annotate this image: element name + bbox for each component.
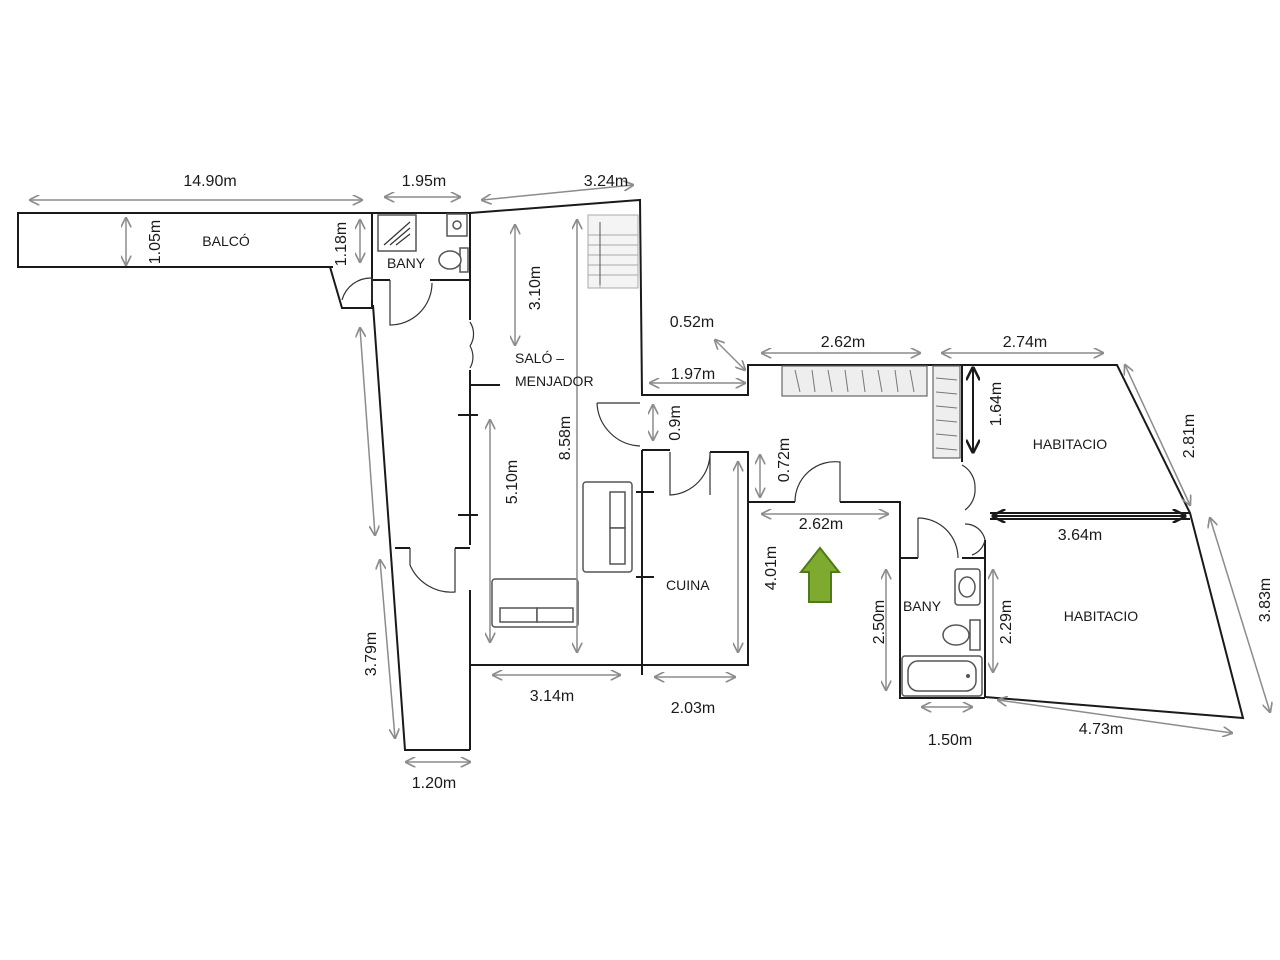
dim-label-1-05: 1.05m <box>147 220 164 264</box>
dim-label-1-20: 1.20m <box>412 775 456 792</box>
door-living-hall <box>596 402 641 447</box>
sofa-horizontal-icon <box>491 578 579 628</box>
door-bath-top <box>389 280 433 326</box>
dim-label-3-10: 3.10m <box>527 266 544 310</box>
dim-label-0-52: 0.52m <box>670 314 714 331</box>
room-label-bany-top: BANY <box>387 255 426 271</box>
bottom-wall <box>470 451 749 666</box>
dim-label-1-64: 1.64m <box>988 382 1005 426</box>
furniture <box>377 213 983 697</box>
dim-label-2-62-mid: 2.62m <box>799 516 843 533</box>
stairs-icon <box>587 214 639 289</box>
dim-label-14-90: 14.90m <box>183 173 236 190</box>
dim-label-3-14: 3.14m <box>530 688 574 705</box>
dim-label-4-01: 4.01m <box>763 546 780 590</box>
room-label-cuina: CUINA <box>666 577 710 593</box>
room-label-bany-right: BANY <box>903 598 942 614</box>
dim-label-2-81: 2.81m <box>1181 414 1198 458</box>
dim-label-3-83: 3.83m <box>1257 578 1274 622</box>
sofa-vertical-icon <box>582 481 633 573</box>
wardrobe-horizontal-icon <box>781 365 928 397</box>
door-corridor <box>409 548 456 593</box>
room-label-balco: BALCÓ <box>202 233 250 249</box>
dim-label-2-62-top: 2.62m <box>821 334 865 351</box>
room-label-habitacio-top: HABITACIO <box>1033 436 1108 452</box>
dim-label-1-97: 1.97m <box>671 366 715 383</box>
dim-label-4-73: 4.73m <box>1079 721 1123 738</box>
door-living-left <box>469 321 475 369</box>
room-label-salo: SALÓ – <box>515 350 564 366</box>
dim-label-3-64: 3.64m <box>1058 527 1102 544</box>
dim-label-0-9: 0.9m <box>667 405 684 441</box>
dim-label-3-79: 3.79m <box>363 632 380 676</box>
door-kitchen <box>669 451 711 496</box>
wardrobe-vertical-icon <box>932 365 961 459</box>
room-label-menjador: MENJADOR <box>515 373 594 389</box>
balcony-wall <box>17 212 373 309</box>
door-entrance <box>794 461 841 503</box>
door-bedrooms <box>961 464 986 556</box>
dim-label-2-50: 2.50m <box>871 600 888 644</box>
dim-label-1-50: 1.50m <box>928 732 972 749</box>
doors <box>341 277 986 593</box>
dim-label-2-74: 2.74m <box>1003 334 1047 351</box>
dim-label-1-18: 1.18m <box>333 222 350 266</box>
dim-label-1-95: 1.95m <box>402 173 446 190</box>
dim-label-2-03: 2.03m <box>671 700 715 717</box>
dim-label-5-10: 5.10m <box>504 460 521 504</box>
dim-label-2-29: 2.29m <box>998 600 1015 644</box>
entrance-arrow-icon <box>798 546 842 603</box>
dim-label-8-58: 8.58m <box>557 416 574 460</box>
dim-label-0-72: 0.72m <box>776 438 793 482</box>
dimension-lines <box>30 185 1270 762</box>
bath-right-wall <box>899 558 985 699</box>
room-label-habitacio-bottom: HABITACIO <box>1064 608 1139 624</box>
door-balcony <box>341 277 373 301</box>
entrance-wall-2 <box>840 501 918 559</box>
dimension-labels: 14.90m 1.95m 3.24m 1.05m 1.18m 3.10m 8.5… <box>147 173 1274 792</box>
room-labels: BALCÓ BANY SALÓ – MENJADOR CUINA BANY HA… <box>202 233 1138 624</box>
dim-label-3-24: 3.24m <box>584 173 628 190</box>
toilet-right-icon <box>969 619 981 651</box>
corridor-wall <box>372 304 470 751</box>
door-bath-right <box>917 517 959 559</box>
